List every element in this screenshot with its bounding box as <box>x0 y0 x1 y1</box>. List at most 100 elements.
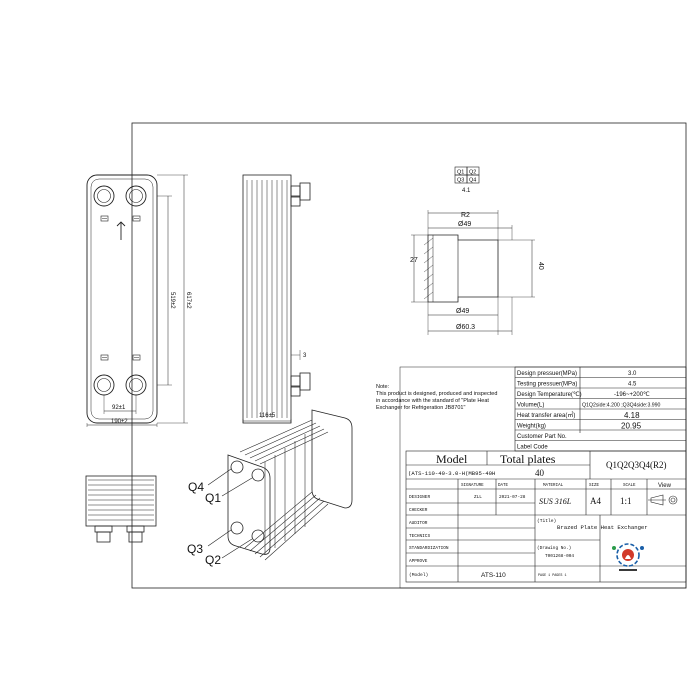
tb-col-material: MATERIAL <box>543 484 564 488</box>
tb-total-plates-header: Total plates <box>500 452 556 466</box>
bottom-connector-left <box>94 525 113 533</box>
iso-label-q1: Q1 <box>205 491 221 505</box>
iso-back-plate <box>311 409 353 509</box>
bottom-body <box>85 475 157 527</box>
spec-label-2: Design Temperature(℃) <box>517 392 582 398</box>
tb-col-date: DATE <box>498 484 509 488</box>
front-plate-inner <box>90 178 154 420</box>
connection-legend <box>454 166 480 184</box>
tb-col-scale: SCALE <box>623 484 636 488</box>
spec-label-1: Testing pressuer(MPa) <box>517 382 577 388</box>
tb-drawing-no-label: (Drawing No.) <box>537 546 571 551</box>
tb-row-standardization: STANDARDIZATION <box>409 546 449 551</box>
spec-label-6: Customer Part No. <box>517 434 567 440</box>
tb-row-checker: CHECKER <box>409 508 428 513</box>
spec-value-3: Q1Q2side:4.200 ;Q3Q4side:3.990 <box>582 403 661 409</box>
iso-port-q2 <box>251 529 265 543</box>
isometric-view <box>207 409 353 561</box>
dim-top-dia: Ø49 <box>458 221 471 228</box>
dim-height-outer: 617±2 <box>185 292 191 309</box>
iso-label-q2: Q2 <box>205 553 221 567</box>
dim-port-spacing: 92±1 <box>112 405 126 411</box>
dim-27: 27 <box>410 257 418 264</box>
spec-label-5: Weight(kg) <box>517 424 546 430</box>
tb-size-value: A4 <box>590 496 601 506</box>
iso-port-q3 <box>230 521 244 535</box>
tb-designer-date: 2021-07-28 <box>499 495 526 500</box>
connection-detail <box>411 210 535 335</box>
spec-label-4: Heat transfer area(㎡) <box>517 411 575 419</box>
company-logo-icon <box>612 543 644 571</box>
dim-width: 190±2 <box>111 419 128 425</box>
spec-value-2: -196~+200℃ <box>614 392 650 398</box>
front-plate-outline <box>86 174 158 424</box>
port-q1-top-left <box>93 185 115 207</box>
legend-caption: 4.1 <box>462 188 471 194</box>
side-connector-bottom-2 <box>299 372 311 391</box>
tb-model-value: ATS-110 <box>481 572 506 579</box>
tb-scale-value: 1:1 <box>620 496 632 506</box>
tb-model-header: Model <box>436 452 468 466</box>
tb-row-technics: TECHNICS <box>409 534 430 539</box>
iso-label-q4: Q4 <box>188 480 204 494</box>
port-bottom-right <box>125 374 147 396</box>
tb-col-size: SIZE <box>589 484 600 488</box>
spec-value-5: 20.95 <box>621 422 642 431</box>
spec-label-7: Label Code <box>517 445 548 451</box>
dim-height-inner: 519±2 <box>169 292 175 309</box>
title-block <box>405 450 687 583</box>
tb-row-approve: APPROVE <box>409 559 428 564</box>
tb-row-auditor: AUDITOR <box>409 521 428 526</box>
note-line-3: Exchanger for Refrigeration JB8701" <box>376 405 465 411</box>
side-body <box>242 174 292 424</box>
bottom-view <box>85 475 157 543</box>
tb-title-label: (Title) <box>537 518 556 524</box>
tb-material-value: SUS 316L <box>539 497 572 506</box>
tb-page-info: PAGE 1 PAGES 1 <box>538 574 567 578</box>
note-line-2: in accordance with the standard of "Plat… <box>376 398 489 404</box>
dim-radius: R2 <box>461 212 470 219</box>
dim-small: 3 <box>303 353 307 359</box>
drawing-border <box>131 122 687 589</box>
iso-port-q1 <box>251 468 265 482</box>
dim-outer-dia: Ø60.3 <box>456 324 475 331</box>
note-line-1: This product is designed, produced and i… <box>376 391 497 397</box>
tb-designer-sign: ZLL <box>474 495 482 500</box>
spec-value-0: 3.0 <box>628 371 637 377</box>
spec-label-3: Volume(L) <box>517 403 544 409</box>
bottom-connector-right <box>126 525 145 533</box>
legend-q1: Q1 <box>457 170 464 176</box>
tb-col-view: View <box>658 483 672 489</box>
spec-value-4: 4.18 <box>624 411 640 420</box>
tb-model-code: (ATS-110-40-3.0-H(MB95-40H <box>408 470 495 477</box>
dim-thickness: 116±5 <box>259 413 276 419</box>
front-view <box>86 174 188 427</box>
connection-profile <box>427 234 499 303</box>
iso-label-q3: Q3 <box>187 542 203 556</box>
iso-port-q4 <box>230 460 244 474</box>
iso-front-plate <box>227 454 271 555</box>
legend-q4: Q4 <box>469 178 476 184</box>
tb-title-value: Brazed Plate Heat Exchanger <box>557 524 648 531</box>
tb-col-signature: SIGNATURE <box>461 484 484 488</box>
dim-bottom-dia: Ø49 <box>456 308 469 315</box>
dim-40: 40 <box>537 262 544 270</box>
side-connector-bottom-1 <box>290 375 301 387</box>
legend-q2: Q2 <box>469 170 476 176</box>
spec-value-1: 4.5 <box>628 382 637 388</box>
side-connector-top-1 <box>290 185 301 197</box>
port-q4-top-right <box>125 185 147 207</box>
tb-total-plates-value: 40 <box>535 468 545 478</box>
tb-model-label: (Model) <box>409 572 428 578</box>
tb-drawing-no-value: T001268-004 <box>545 554 574 559</box>
side-view <box>242 174 311 424</box>
tb-connection-code: Q1Q2Q3Q4(R2) <box>606 460 667 470</box>
projection-symbol-icon <box>648 494 678 506</box>
legend-q3: Q3 <box>457 178 464 184</box>
tb-row-designer: DESIGNER <box>409 495 430 500</box>
note-title: Note: <box>376 384 390 390</box>
side-connector-top-2 <box>299 182 311 201</box>
port-bottom-left <box>93 374 115 396</box>
spec-label-0: Design pressuer(MPa) <box>517 371 577 377</box>
